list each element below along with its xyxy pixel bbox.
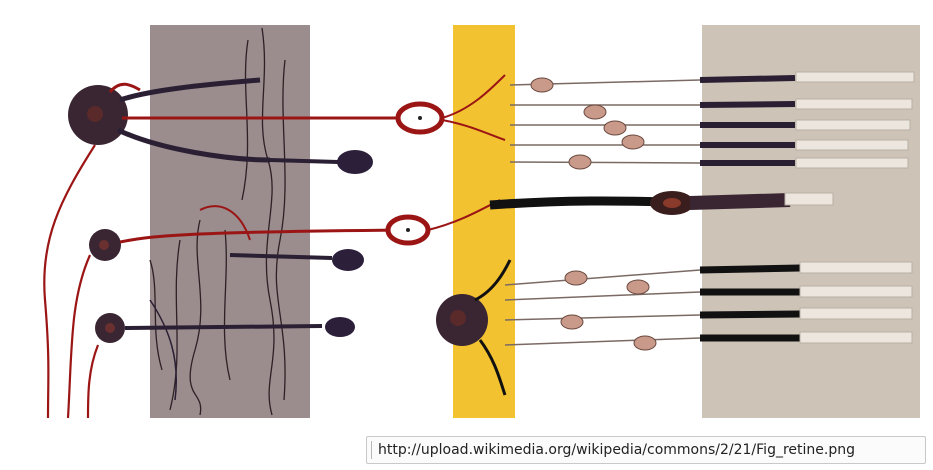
bipolar-cell-dark-2 xyxy=(332,249,364,271)
ganglion-axons xyxy=(44,145,98,418)
bipolar-layer-panel xyxy=(453,25,515,418)
photoreceptor-layer-panel xyxy=(702,25,920,418)
cone-outer-segment xyxy=(785,193,833,205)
status-bar-url: http://upload.wikimedia.org/wikipedia/co… xyxy=(378,442,855,458)
rod-cells-top xyxy=(510,80,700,163)
rod-cell-bodies-top xyxy=(531,78,644,169)
browser-status-bar: http://upload.wikimedia.org/wikipedia/co… xyxy=(366,436,926,464)
rod-cell-bodies-bottom xyxy=(561,271,656,350)
status-bar-divider xyxy=(371,441,372,459)
rod-cells-bottom xyxy=(505,270,700,345)
bipolar-cell-dark-1 xyxy=(337,150,373,174)
bipolar-cell-dark-3 xyxy=(325,317,355,337)
